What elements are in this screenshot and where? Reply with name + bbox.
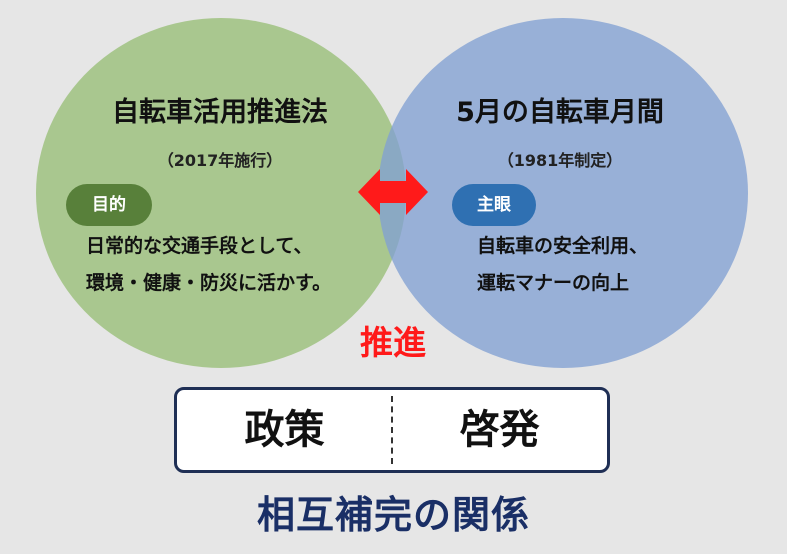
left-body: 日常的な交通手段として、 環境・健康・防災に活かす。 — [86, 228, 331, 302]
box-right-label: 啓発 — [459, 407, 540, 453]
left-subtitle: （2017年施行） — [157, 151, 283, 170]
right-body: 自転車の安全利用、 運転マナーの向上 — [477, 228, 648, 302]
bottom-title: 相互補完の関係 — [256, 493, 530, 537]
right-subtitle: （1981年制定） — [497, 151, 623, 170]
double-arrow-icon — [358, 169, 428, 215]
left-badge: 目的 — [66, 184, 152, 226]
right-circle — [378, 18, 748, 368]
right-badge: 主眼 — [452, 184, 536, 226]
right-body-line: 自転車の安全利用、 — [477, 235, 649, 257]
center-label: 推進 — [360, 323, 426, 362]
box-divider — [391, 396, 393, 464]
box-left-label: 政策 — [244, 407, 325, 453]
right-title: 5月の自転車月間 — [456, 97, 664, 128]
policy-box: 政策 啓発 — [174, 387, 610, 473]
right-body-line: 運転マナーの向上 — [477, 272, 630, 294]
left-body-line: 環境・健康・防災に活かす。 — [86, 272, 332, 294]
left-body-line: 日常的な交通手段として、 — [86, 235, 313, 257]
left-title: 自転車活用推進法 — [112, 97, 328, 128]
